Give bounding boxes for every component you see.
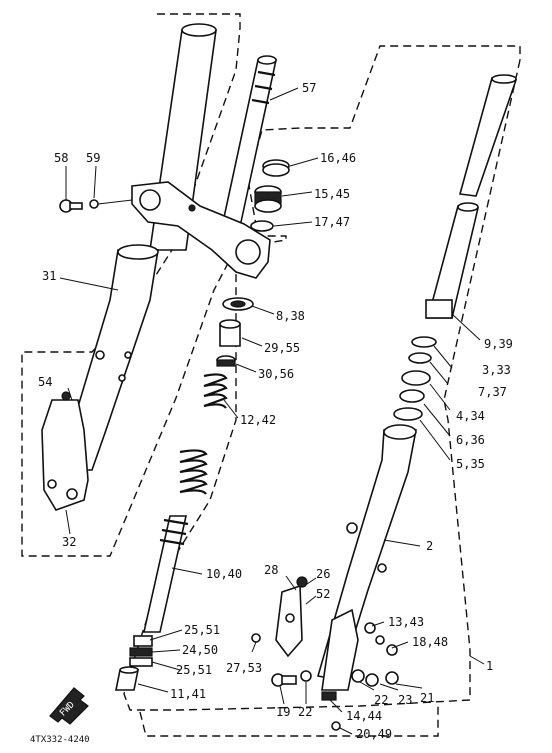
callout-12-42: 12,42 (240, 413, 276, 427)
oil-lock-piece-11 (115, 666, 139, 691)
left-fork-outer-tube (56, 244, 159, 471)
callout-31: 31 (42, 269, 56, 283)
callout-8-38: 8,38 (276, 309, 305, 323)
upper-bearing-race (262, 159, 290, 177)
steering-group-boundary (235, 45, 521, 249)
right-fork-group-boundary (123, 59, 521, 711)
right-fork-outer-tube (316, 424, 417, 691)
callout-52: 52 (316, 587, 330, 601)
callout-13-43: 13,43 (388, 615, 424, 629)
callout-27-53: 27,53 (226, 661, 262, 675)
callout-54: 54 (38, 375, 52, 389)
callout-7-37: 7,37 (478, 385, 507, 399)
callout-24-50: 24,50 (182, 643, 218, 657)
lower-bracket (131, 181, 271, 279)
callout-58: 58 (54, 151, 68, 165)
pinch-bolt-58-59 (59, 199, 133, 213)
callout-25-51-a: 25,51 (184, 623, 220, 637)
fork-spring-upper (203, 373, 228, 409)
callout-59: 59 (86, 151, 100, 165)
callout-23: 23 (398, 693, 412, 707)
callout-4-34: 4,34 (456, 409, 485, 423)
callout-6-36: 6,36 (456, 433, 485, 447)
damper-rod (143, 515, 189, 633)
dust-seal-17 (250, 220, 274, 232)
callout-9-39: 9,39 (484, 337, 513, 351)
callout-11-41: 11,41 (170, 687, 206, 701)
callout-21: 21 (420, 691, 434, 705)
right-fork-seals (393, 336, 437, 421)
callout-15-45: 15,45 (314, 187, 350, 201)
bottom-boundary (139, 706, 439, 737)
callout-16-46: 16,46 (320, 151, 356, 165)
callout-30-56: 30,56 (258, 367, 294, 381)
lower-bearing-8 (222, 297, 254, 311)
callout-17-47: 17,47 (314, 215, 350, 229)
diagram-code: 4TX332-4240 (30, 735, 90, 745)
callout-2: 2 (426, 539, 433, 553)
upper-bearing (254, 185, 282, 213)
damper-seat-24-25 (129, 635, 153, 667)
spacer-collar (219, 319, 241, 347)
spring-seat-30 (216, 355, 236, 367)
right-fork-inner-tube (425, 74, 518, 319)
callout-29-55: 29,55 (264, 341, 300, 355)
right-brake-caliper-mount (275, 576, 308, 658)
callout-57: 57 (302, 81, 316, 95)
callout-20-49: 20,49 (356, 727, 392, 741)
left-fork-group-boundary (21, 13, 241, 557)
callout-22: 22 (374, 693, 388, 707)
front-direction-badge: FWD (49, 687, 89, 725)
callout-19: 19 (276, 705, 290, 719)
callout-25-51-b: 25,51 (176, 663, 212, 677)
left-brake-caliper-mount (41, 391, 89, 511)
callout-5-35: 5,35 (456, 457, 485, 471)
callout-14-44: 14,44 (346, 709, 382, 723)
callout-26: 26 (316, 567, 330, 581)
leader-lines (59, 87, 485, 735)
fork-spring-lower (179, 449, 208, 495)
callout-3-33: 3,33 (482, 363, 511, 377)
callout-10-40: 10,40 (206, 567, 242, 581)
callout-1: 1 (486, 659, 493, 673)
callout-28: 28 (264, 563, 278, 577)
callout-32: 32 (62, 535, 76, 549)
callout-18-48: 18,48 (412, 635, 448, 649)
callout-labels: 58 59 57 16,46 15,45 17,47 31 8,38 29,55… (38, 81, 513, 741)
callout-22-b: 22 (298, 705, 312, 719)
